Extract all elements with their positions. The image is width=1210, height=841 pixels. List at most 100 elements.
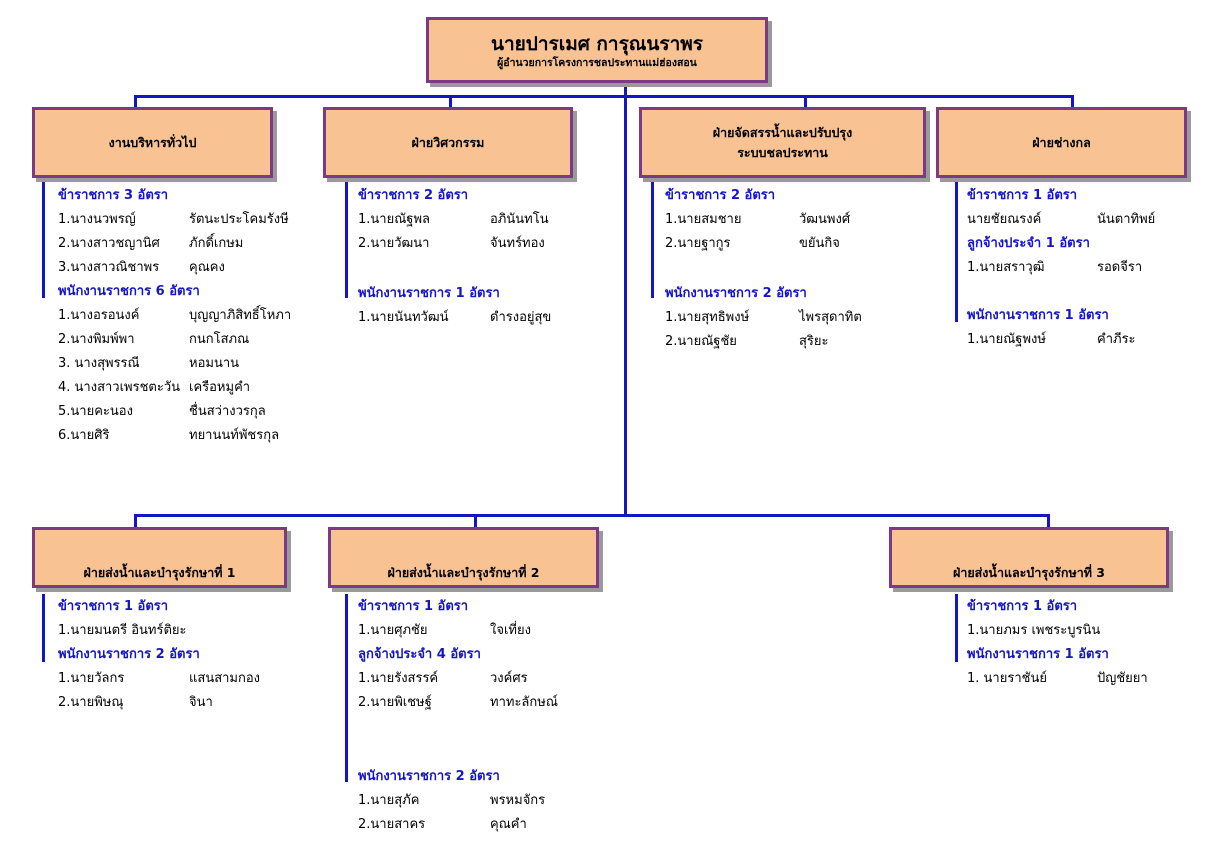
department-box-irrigation-2: ฝ่ายส่งน้ำและบำรุงรักษาที่ 2: [328, 527, 599, 588]
connector-line: [134, 514, 1050, 517]
department-title: ฝ่ายช่างกล: [1032, 134, 1091, 150]
staff-heading: ลูกจ้างประจำ 1 อัตรา: [967, 236, 1090, 251]
staff-heading: ข้าราชการ 2 อัตรา: [665, 188, 776, 203]
staff-surname: นันตาทิพย์: [1097, 212, 1156, 227]
department-box-general-admin: งานบริหารทั่วไป: [32, 107, 273, 178]
staff-line: [345, 182, 348, 298]
staff-heading: พนักงานราชการ 1 อัตรา: [967, 308, 1109, 323]
staff-surname: วงค์ศร: [490, 671, 528, 686]
staff-surname: คุณคง: [189, 260, 225, 275]
staff-line: [42, 594, 45, 662]
staff-list-irrigation-3: ข้าราชการ 1 อัตรา 1.นายภมร เพชระบูรนิน พ…: [967, 595, 1187, 695]
staff-surname: เครือหมูคำ: [189, 380, 251, 395]
staff-list-irrigation-2: ข้าราชการ 1 อัตรา 1.นายศุภชัย ใจเที่ยง ล…: [358, 595, 608, 835]
department-box-engineering: ฝ่ายวิศวกรรม: [323, 107, 573, 178]
staff-surname: ทาทะลักษณ์: [490, 695, 558, 710]
department-title: ฝ่ายวิศวกรรม: [411, 134, 485, 150]
department-box-mechanical: ฝ่ายช่างกล: [936, 107, 1187, 178]
staff-name: 1.นายศุภชัย: [358, 623, 428, 638]
director-name: นายปารเมศ การุณนราพร: [490, 33, 703, 55]
staff-name: 1.นายภมร เพชระบูรนิน: [967, 623, 1101, 638]
staff-name: นายชัยณรงค์: [967, 212, 1042, 227]
staff-surname: หอมนาน: [189, 356, 240, 371]
staff-name: 1.นายมนตรี อินทร์ติยะ: [58, 623, 187, 638]
staff-heading: พนักงานราชการ 6 อัตรา: [58, 284, 200, 299]
staff-list-water-allocation: ข้าราชการ 2 อัตรา 1.นายสมชาย วัฒนพงศ์ 2.…: [665, 184, 915, 356]
staff-surname: คำภีระ: [1097, 332, 1136, 347]
staff-name: 1.นายรังสรรค์: [358, 671, 439, 686]
connector-line: [134, 95, 1074, 98]
staff-list-mechanical: ข้าราชการ 1 อัตรา นายชัยณรงค์ นันตาทิพย์…: [967, 184, 1187, 356]
director-box: นายปารเมศ การุณนราพร ผู้อำนวยการโครงการช…: [426, 17, 768, 83]
staff-name: 1.นายสมชาย: [665, 212, 742, 227]
staff-heading: ข้าราชการ 1 อัตรา: [967, 599, 1078, 614]
connector-line: [804, 95, 807, 109]
staff-name: 1.นายวัลกร: [58, 671, 125, 686]
staff-surname: ใจเที่ยง: [490, 623, 531, 638]
staff-line: [651, 182, 654, 298]
staff-heading: ข้าราชการ 1 อัตรา: [967, 188, 1078, 203]
department-title-line2: ระบบชลประทาน: [737, 144, 828, 160]
staff-name: 1.นางนวพรญ์: [58, 212, 136, 227]
staff-surname: บุญญาภิสิทธิ์โหภา: [189, 308, 292, 323]
staff-surname: จินา: [189, 695, 213, 710]
staff-heading: พนักงานราชการ 1 อัตรา: [358, 286, 500, 301]
staff-surname: ปัญชัยยา: [1097, 671, 1148, 686]
staff-surname: ทยานนท์พัชรกุล: [189, 428, 280, 443]
staff-heading: พนักงานราชการ 2 อัตรา: [358, 769, 500, 784]
staff-surname: แสนสามกอง: [189, 671, 261, 686]
department-title: ฝ่ายส่งน้ำและบำรุงรักษาที่ 3: [953, 565, 1105, 580]
connector-line: [134, 514, 137, 528]
staff-heading: ข้าราชการ 3 อัตรา: [58, 188, 169, 203]
staff-heading: พนักงานราชการ 2 อัตรา: [665, 286, 807, 301]
staff-name: 2.นายสาคร: [358, 817, 426, 832]
connector-line: [1047, 514, 1050, 528]
staff-heading: ข้าราชการ 2 อัตรา: [358, 188, 469, 203]
director-title: ผู้อำนวยการโครงการชลประทานแม่ฮ่องสอน: [497, 57, 697, 69]
staff-name: 2.นายณัฐชัย: [665, 334, 737, 349]
department-title: ฝ่ายจัดสรรน้ำและปรับปรุง: [712, 124, 853, 140]
staff-heading: ข้าราชการ 1 อัตรา: [358, 599, 469, 614]
staff-surname: พรหมจักร: [490, 793, 546, 808]
staff-heading: พนักงานราชการ 1 อัตรา: [967, 647, 1109, 662]
staff-list-irrigation-1: ข้าราชการ 1 อัตรา 1.นายมนตรี อินทร์ติยะ …: [58, 595, 308, 719]
department-title: งานบริหารทั่วไป: [108, 134, 197, 150]
connector-line: [134, 95, 137, 109]
department-box-irrigation-1: ฝ่ายส่งน้ำและบำรุงรักษาที่ 1: [32, 527, 287, 588]
staff-surname: อภินันทโน: [490, 212, 549, 227]
staff-heading: ข้าราชการ 1 อัตรา: [58, 599, 169, 614]
staff-surname: รอดจีรา: [1097, 260, 1143, 275]
staff-line: [955, 182, 958, 322]
staff-name: 5.นายคะนอง: [58, 404, 133, 419]
staff-line: [955, 594, 958, 662]
staff-line: [345, 594, 348, 782]
staff-surname: ภักดิ์เกษม: [189, 236, 244, 251]
staff-name: 1.นายณัฐพล: [358, 212, 430, 227]
staff-name: 1.นายนันทวัฒน์: [358, 310, 449, 325]
staff-name: 2.นายพิเชษฐ์: [358, 695, 432, 710]
staff-heading: ลูกจ้างประจำ 4 อัตรา: [358, 647, 481, 662]
staff-name: 2.นายวัฒนา: [358, 236, 430, 251]
staff-name: 1.นายสุทธิพงษ์: [665, 310, 750, 325]
staff-name: 2.นางพิมพ์พา: [58, 332, 135, 347]
staff-surname: สุริยะ: [799, 334, 829, 349]
staff-list-general-admin: ข้าราชการ 3 อัตรา 1.นางนวพรญ์ รัตนะประโค…: [58, 184, 318, 452]
staff-surname: ไพรสุดาทิต: [799, 310, 862, 325]
connector-line: [474, 514, 477, 528]
staff-list-engineering: ข้าราชการ 2 อัตรา 1.นายณัฐพล อภินันทโน 2…: [358, 184, 598, 334]
staff-name: 2.นายพิษณุ: [58, 695, 124, 710]
staff-name: 4. นางสาวเพรชตะวัน: [58, 380, 181, 395]
connector-line: [1071, 95, 1074, 109]
staff-surname: ขยันกิจ: [799, 236, 840, 251]
staff-name: 3. นางสุพรรณี: [58, 356, 140, 371]
connector-line: [449, 95, 452, 109]
staff-name: 6.นายศิริ: [58, 428, 110, 443]
staff-name: 1. นายราชันย์: [967, 671, 1047, 686]
staff-name: 1.นายณัฐพงษ์: [967, 332, 1046, 347]
staff-surname: คุณคำ: [490, 817, 527, 832]
staff-surname: จันทร์ทอง: [490, 236, 545, 251]
staff-name: 1.นายสราวุฒิ: [967, 260, 1045, 275]
connector-line: [624, 80, 627, 517]
staff-heading: พนักงานราชการ 2 อัตรา: [58, 647, 200, 662]
staff-surname: รัตนะประโคมรังษี: [189, 212, 289, 227]
